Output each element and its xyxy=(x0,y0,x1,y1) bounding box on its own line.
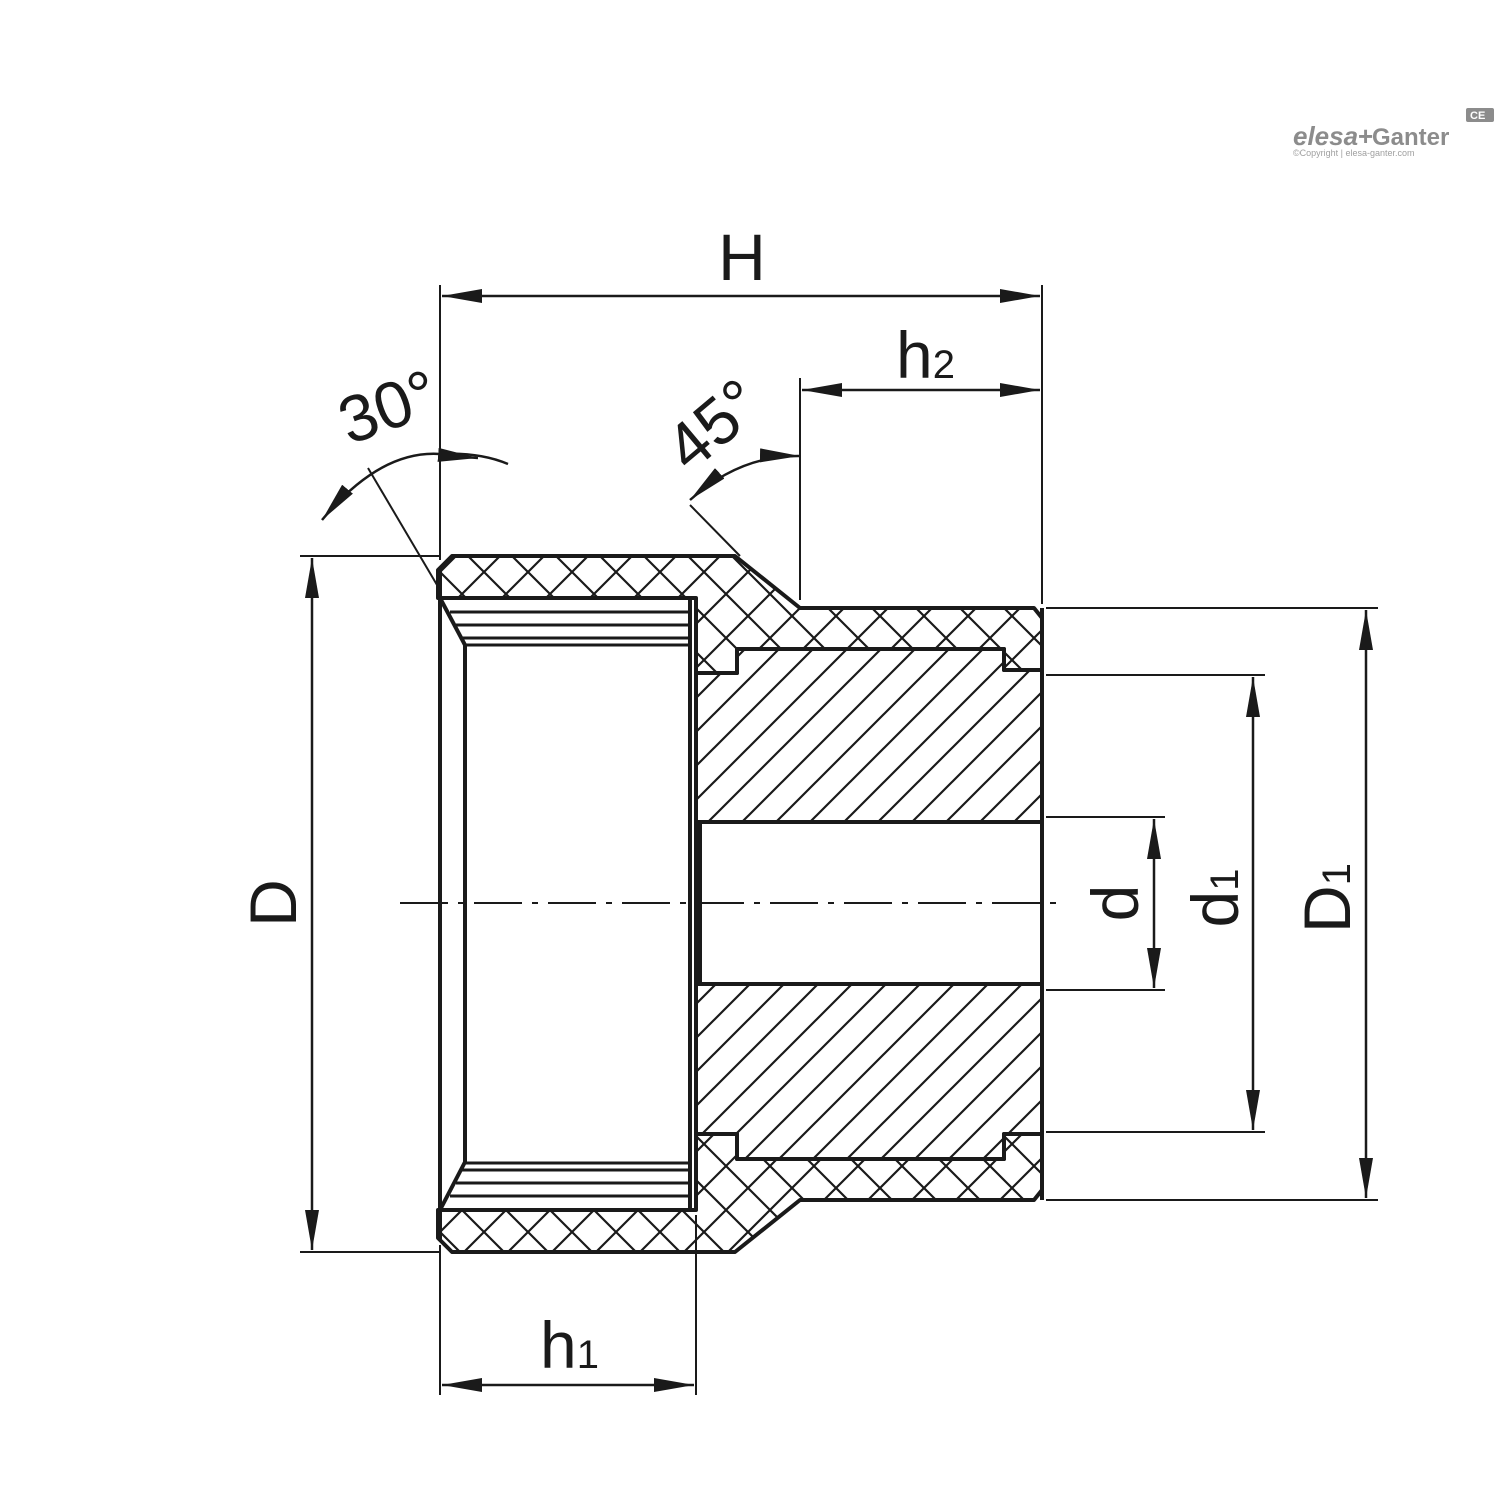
ce-mark: CE xyxy=(1470,110,1485,122)
label-D: D xyxy=(236,879,310,927)
label-H: H xyxy=(718,220,766,294)
label-h2-main: h xyxy=(896,318,933,392)
thread-lines xyxy=(450,610,690,1198)
label-h1-sub: 1 xyxy=(577,1333,599,1377)
label-D1: D1 xyxy=(1290,863,1364,933)
extension-lines xyxy=(300,285,1378,1395)
insert-bottom-section xyxy=(694,982,1044,1161)
label-D1-main: D xyxy=(1290,885,1364,933)
brand-name-left: elesa xyxy=(1293,121,1358,151)
brand-plus: + xyxy=(1358,121,1373,151)
brand-name-right: Ganter xyxy=(1372,124,1449,151)
angle-arc-30-right xyxy=(437,447,479,462)
label-h2: h2 xyxy=(896,318,955,392)
angle-arc-30 xyxy=(321,452,509,521)
label-d1: d1 xyxy=(1178,869,1252,928)
label-h1-main: h xyxy=(540,1308,577,1382)
brand-copyright: ©Copyright | elesa-ganter.com xyxy=(1293,148,1415,158)
dimension-lines xyxy=(305,289,1373,1392)
label-d: d xyxy=(1078,885,1152,922)
label-angle-45: 45° xyxy=(651,364,775,485)
ce-mark-box xyxy=(1466,108,1494,122)
label-angle-30: 30° xyxy=(329,355,448,459)
label-D1-sub: 1 xyxy=(1315,863,1359,885)
brand-logo: elesa + Ganter CE ©Copyright | elesa-gan… xyxy=(1293,108,1494,158)
label-d1-main: d xyxy=(1178,891,1252,928)
insert-top-section xyxy=(694,647,1044,824)
label-h1: h1 xyxy=(540,1308,599,1382)
angle-arc-45 xyxy=(689,448,801,501)
label-d1-sub: 1 xyxy=(1203,869,1247,891)
label-h2-sub: 2 xyxy=(933,343,955,387)
